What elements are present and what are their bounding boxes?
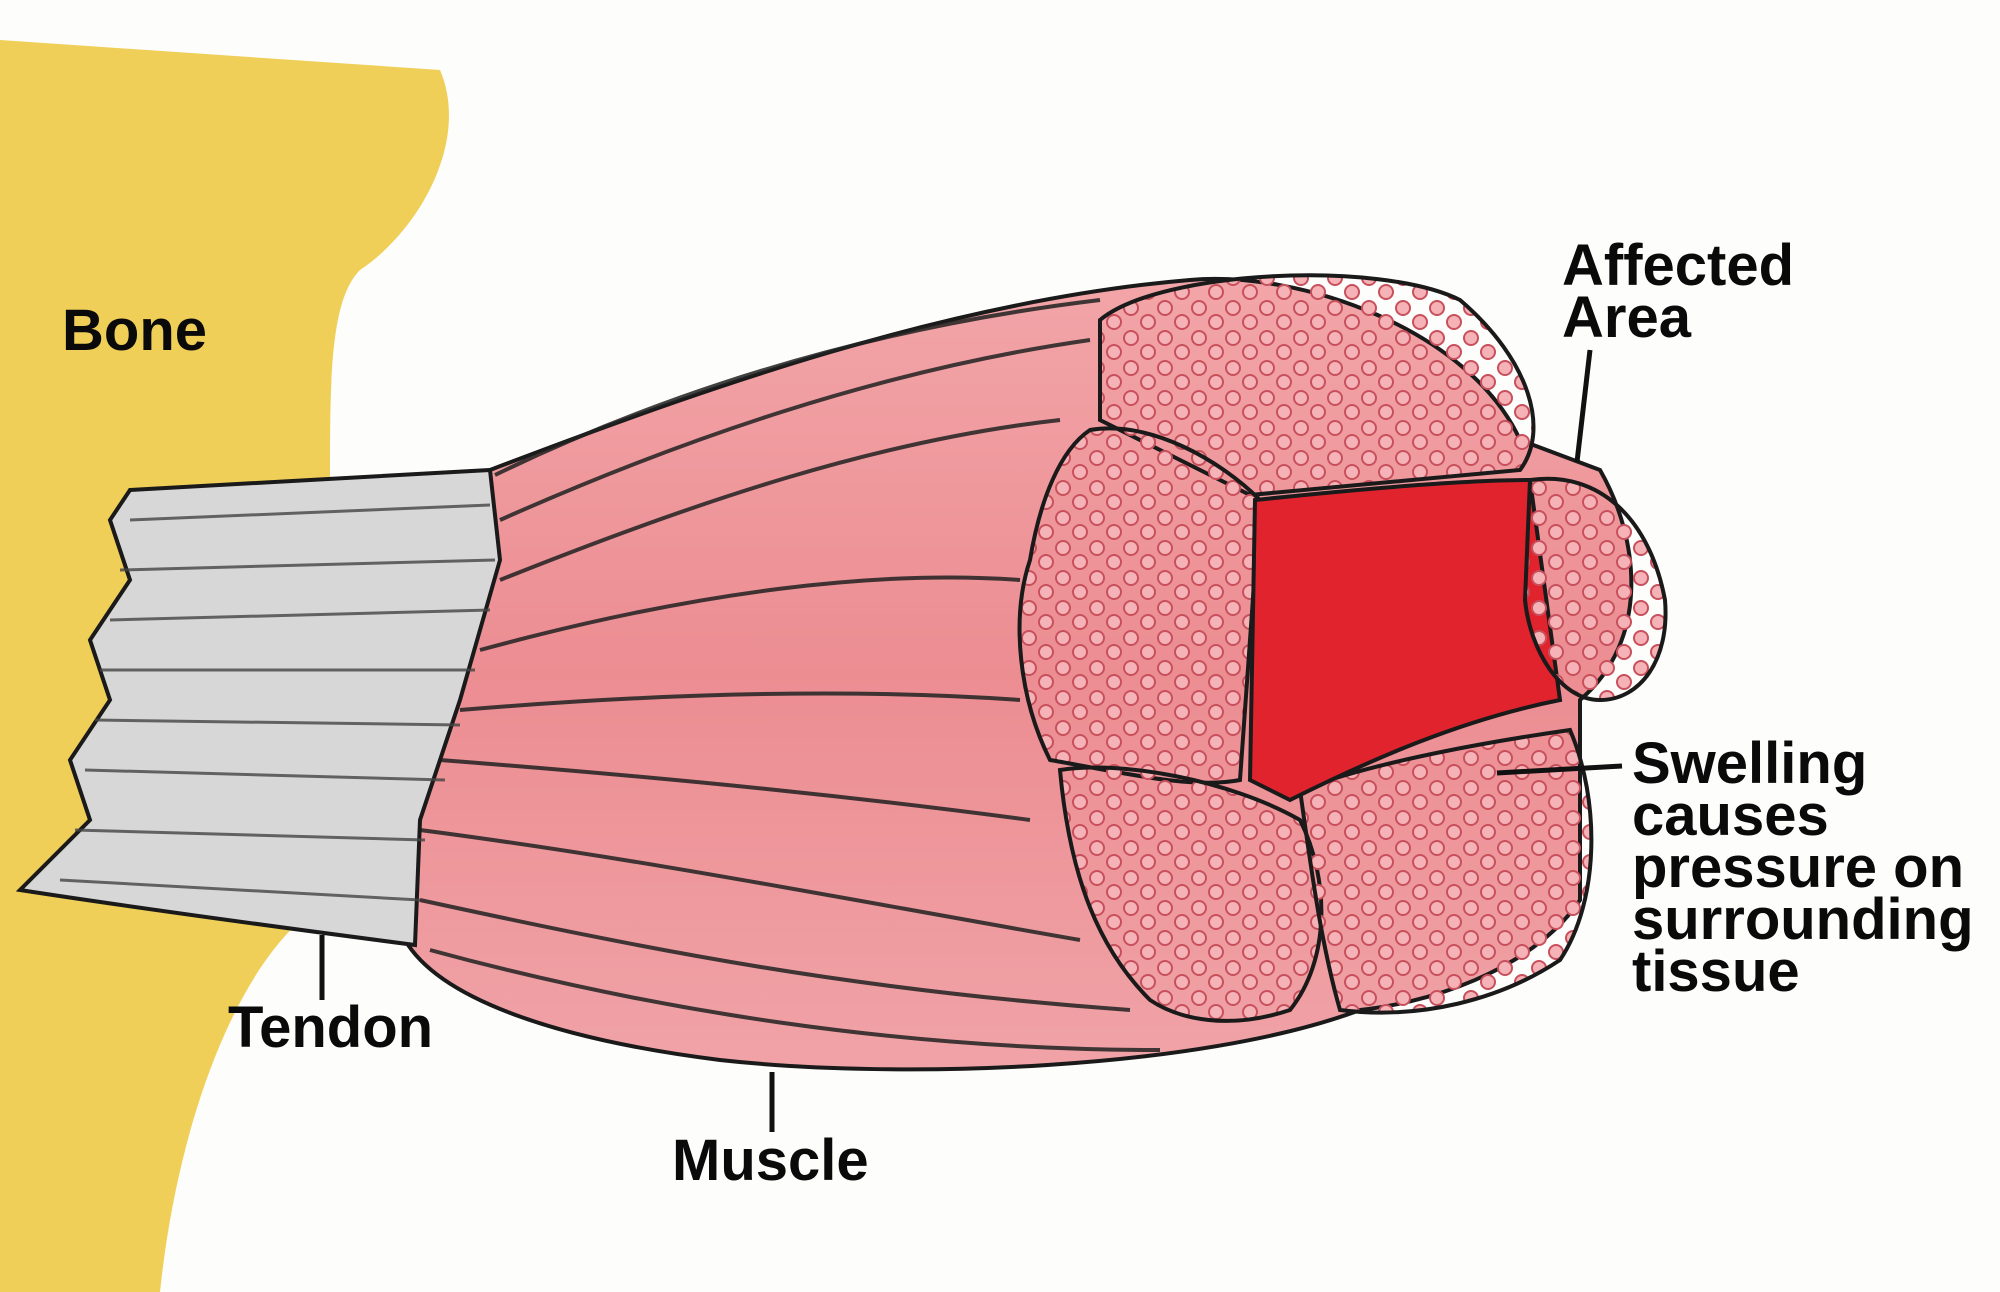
affected-area-label-line: Area bbox=[1562, 285, 1691, 350]
tendon-shape bbox=[15, 467, 503, 948]
muscle-fibers bbox=[419, 298, 1161, 1052]
muscle-label: Muscle bbox=[672, 1128, 869, 1193]
affected-fascicle bbox=[1522, 476, 1668, 703]
swelling-label-line: tissue bbox=[1632, 939, 1800, 1004]
fascicle-core bbox=[1247, 477, 1563, 803]
fascicle-left bbox=[1017, 426, 1263, 785]
bone-label: Bone bbox=[62, 298, 207, 363]
tendon-fibers bbox=[59, 503, 496, 902]
swelling-label-line: surrounding bbox=[1632, 887, 1974, 952]
leader-lines bbox=[319, 349, 1623, 1132]
tendon-label: Tendon bbox=[228, 995, 434, 1060]
swelling-label-line: Swelling bbox=[1632, 731, 1868, 796]
swelling-label-line: causes bbox=[1632, 783, 1829, 848]
leader-swelling bbox=[1496, 763, 1623, 776]
swelling-label-line: pressure on bbox=[1632, 835, 1964, 900]
affected-area-label: Affected Area bbox=[1562, 233, 1795, 350]
fascicle-bottom-left bbox=[1057, 765, 1324, 1023]
affected-area-label-line: Affected bbox=[1562, 233, 1795, 298]
swelling-label: Swelling causes pressure on surrounding … bbox=[1632, 731, 1974, 1004]
muscle-cross-section bbox=[1017, 273, 1668, 1023]
fascicle-bottom-right bbox=[1297, 727, 1594, 1015]
leader-affected bbox=[1574, 349, 1593, 463]
